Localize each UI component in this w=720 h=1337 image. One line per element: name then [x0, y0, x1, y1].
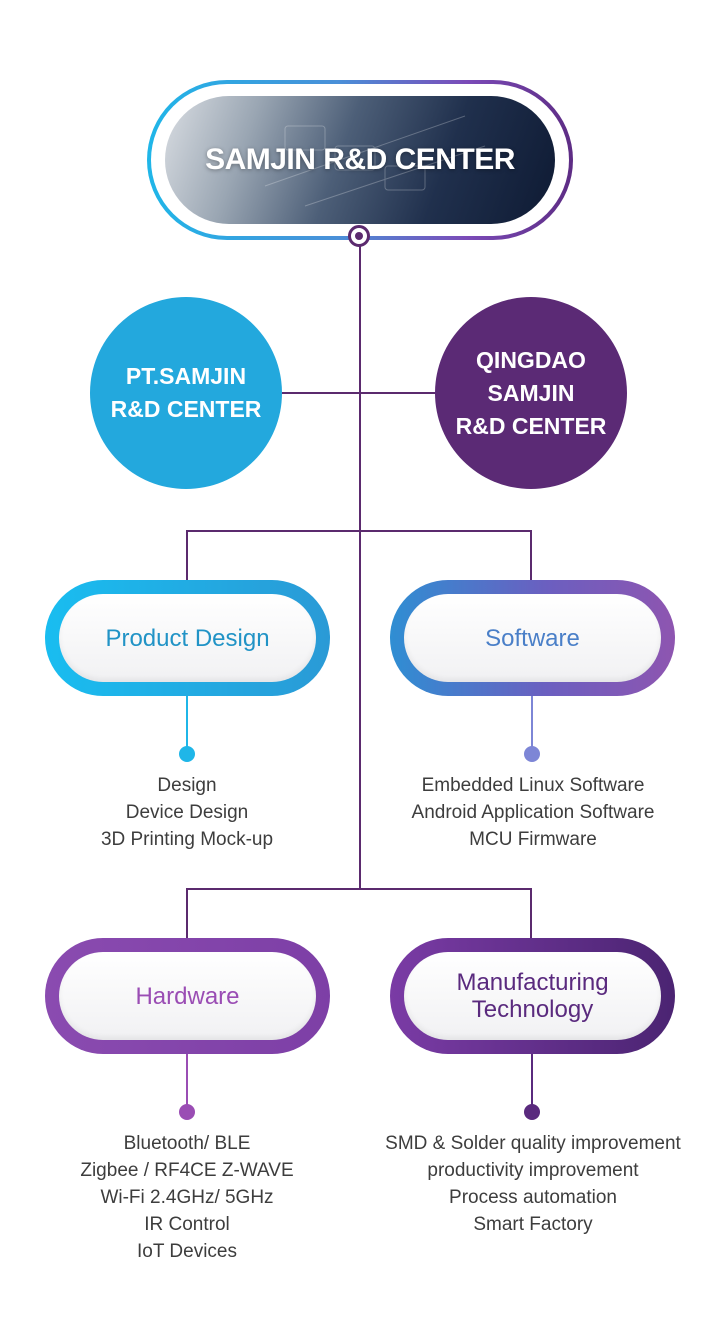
row1-left-drop — [186, 530, 188, 580]
trunk-line — [359, 245, 361, 890]
list-item: Embedded Linux Software — [421, 775, 645, 796]
software-dot — [524, 746, 540, 762]
list-item: IoT Devices — [137, 1241, 237, 1262]
list-item: Process automation — [449, 1187, 617, 1208]
center-title: SAMJIN R&D CENTER — [205, 143, 515, 176]
pd-stem — [186, 696, 188, 748]
software-capsule: Software — [390, 580, 675, 696]
qingdao-line-2: SAMJIN — [487, 379, 575, 406]
product-design-dot — [179, 746, 195, 762]
manufacturing-label: Manufacturing Technology — [404, 952, 661, 1040]
sw-stem — [531, 696, 533, 748]
row2-right-drop — [530, 888, 532, 938]
pt-samjin-circle: PT.SAMJIN R&D CENTER — [90, 297, 282, 489]
software-label: Software — [404, 594, 661, 682]
hardware-label: Hardware — [59, 952, 316, 1040]
list-item: 3D Printing Mock-up — [100, 829, 274, 850]
center-node-dot — [348, 225, 370, 247]
manufacturing-label-line-1: Manufacturing — [456, 969, 609, 996]
list-item: Bluetooth/ BLE — [123, 1133, 251, 1154]
list-item: MCU Firmware — [469, 829, 597, 850]
list-item: Device Design — [125, 802, 249, 823]
row2-hline — [186, 888, 532, 890]
manufacturing-dot — [524, 1104, 540, 1120]
qingdao-samjin-circle: QINGDAO SAMJIN R&D CENTER — [435, 297, 627, 489]
circuit-pattern-icon — [264, 115, 486, 207]
software-list: Embedded Linux Software Android Applicat… — [373, 772, 693, 853]
list-item: Wi-Fi 2.4GHz/ 5GHz — [100, 1187, 274, 1208]
manufacturing-label-line-2: Technology — [471, 996, 594, 1023]
list-item: productivity improvement — [427, 1160, 639, 1181]
center-banner: SAMJIN R&D CENTER — [147, 80, 573, 240]
hardware-capsule: Hardware — [45, 938, 330, 1054]
manufacturing-capsule: Manufacturing Technology — [390, 938, 675, 1054]
hardware-list: Bluetooth/ BLE Zigbee / RF4CE Z-WAVE Wi-… — [37, 1130, 337, 1265]
manufacturing-list: SMD & Solder quality improvement product… — [362, 1130, 704, 1238]
mt-stem — [531, 1054, 533, 1106]
row1-hline — [186, 530, 532, 532]
list-item: Zigbee / RF4CE Z-WAVE — [80, 1160, 294, 1181]
pt-samjin-line-2: R&D CENTER — [110, 396, 262, 422]
list-item: IR Control — [144, 1214, 230, 1235]
row1-right-drop — [530, 530, 532, 580]
list-item: Smart Factory — [473, 1214, 593, 1235]
branch-line — [282, 392, 435, 394]
product-design-label: Product Design — [59, 594, 316, 682]
hw-stem — [186, 1054, 188, 1106]
pt-samjin-line-1: PT.SAMJIN — [125, 363, 247, 389]
center-banner-image: SAMJIN R&D CENTER — [165, 96, 555, 224]
hardware-dot — [179, 1104, 195, 1120]
product-design-capsule: Product Design — [45, 580, 330, 696]
product-design-list: Design Device Design 3D Printing Mock-up — [37, 772, 337, 853]
list-item: Design — [157, 775, 217, 796]
qingdao-line-1: QINGDAO — [476, 346, 586, 373]
list-item: Android Application Software — [411, 802, 655, 823]
list-item: SMD & Solder quality improvement — [385, 1133, 681, 1154]
row2-left-drop — [186, 888, 188, 938]
qingdao-line-3: R&D CENTER — [455, 412, 607, 439]
